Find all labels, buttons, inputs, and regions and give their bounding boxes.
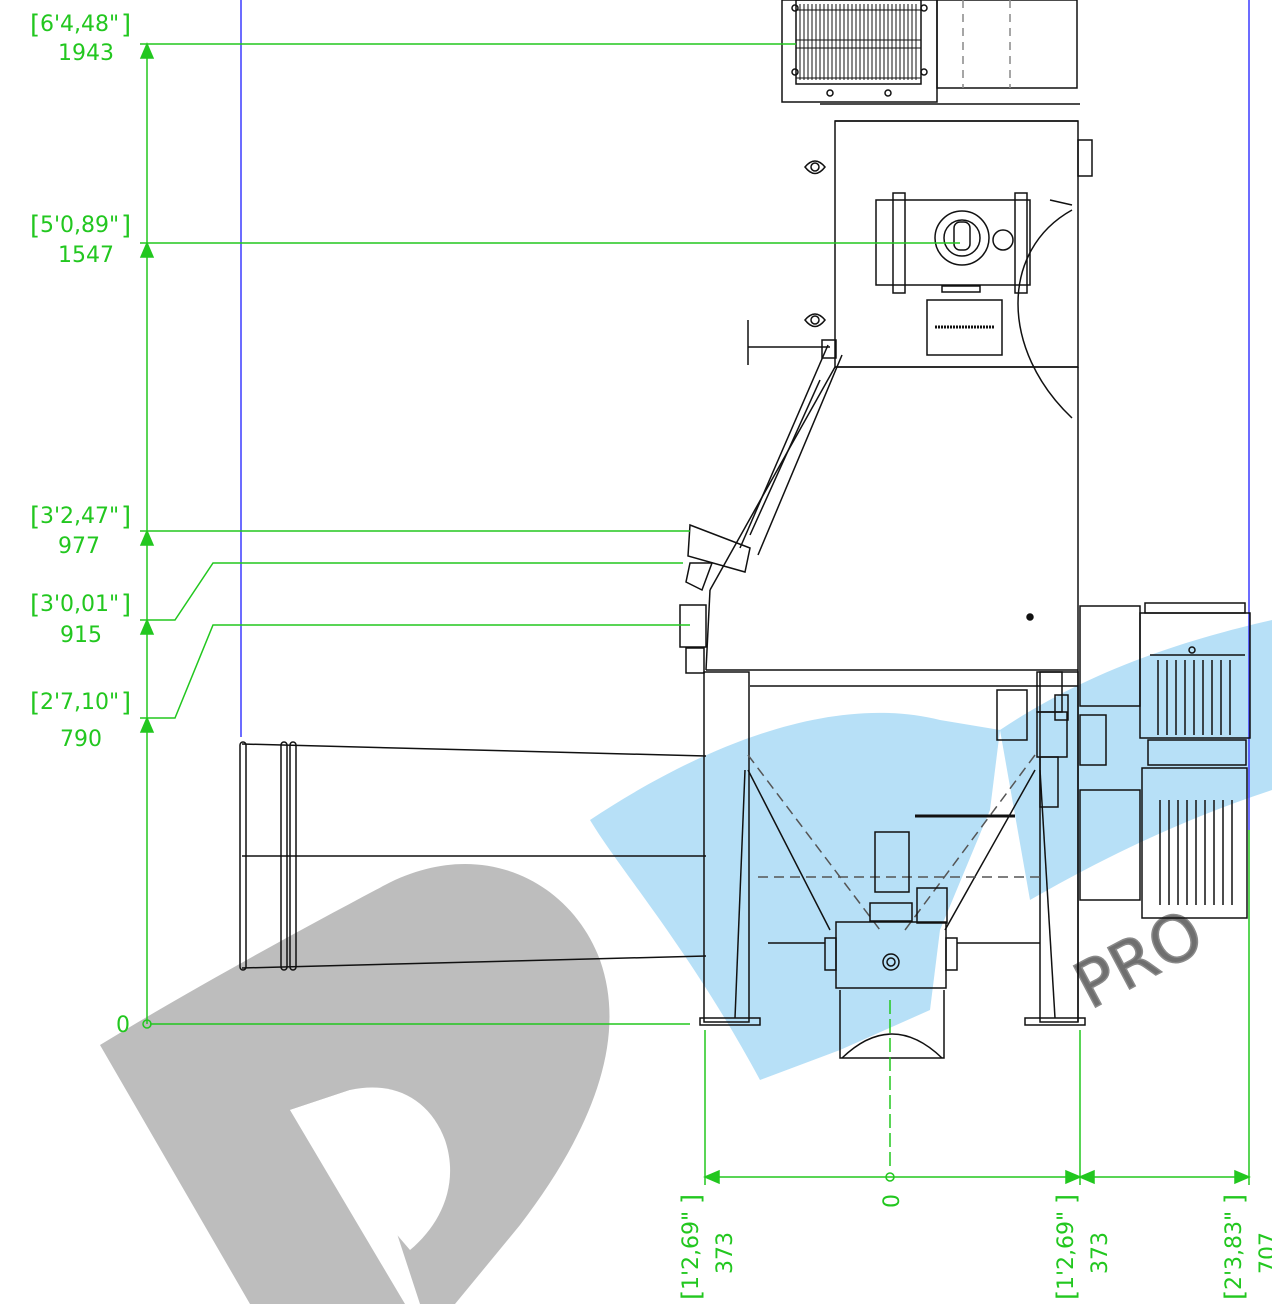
dim-imperial-977: 3'2,47"	[40, 504, 119, 529]
dim-metric-790: 790	[60, 727, 102, 752]
svg-text:]: ]	[677, 1194, 707, 1204]
svg-text:[: [	[1052, 1290, 1082, 1300]
watermark-gray-shape	[100, 864, 610, 1304]
dim-h-left-imperial: 1'2,69"	[679, 1211, 704, 1290]
svg-text:[: [	[30, 688, 40, 718]
dim-origin-horizontal: 0	[880, 1194, 905, 1208]
svg-text:]: ]	[1220, 1194, 1250, 1204]
svg-text:]: ]	[121, 688, 131, 718]
dim-label-790: [ 2'7,10" ] 790	[30, 688, 131, 752]
dim-metric-1943: 1943	[58, 41, 114, 66]
svg-text:]: ]	[121, 10, 131, 40]
lower-body	[679, 366, 1086, 1026]
svg-text:[: [	[677, 1290, 707, 1300]
svg-text:[: [	[30, 590, 40, 620]
horizontal-dimension-labels: [ 1'2,69" ] 373 0 [ 1'2,69" ] 373 [ 2'3,…	[677, 1194, 1272, 1300]
dim-imperial-1547: 5'0,89"	[40, 213, 119, 238]
dimension-layer	[139, 42, 1251, 1185]
watermark-blue-shape	[590, 712, 1000, 1080]
dim-label-977: [ 3'2,47" ] 977	[30, 502, 131, 559]
dim-metric-915: 915	[60, 623, 102, 648]
svg-text:]: ]	[121, 211, 131, 241]
inclined-arm	[685, 320, 843, 592]
svg-text:[: [	[30, 10, 40, 40]
svg-text:]: ]	[121, 502, 131, 532]
dim-label-1547: [ 5'0,89" ] 1547	[30, 211, 131, 268]
dim-label-1943: [ 6'4,48" ] 1943	[30, 10, 131, 66]
dim-metric-977: 977	[58, 534, 100, 559]
svg-text:[: [	[30, 502, 40, 532]
svg-text:]: ]	[1052, 1194, 1082, 1204]
machine-drawing	[239, 0, 1251, 1059]
duct-inlet	[239, 741, 707, 971]
dim-h-mid-imperial: 1'2,69"	[1054, 1211, 1079, 1290]
bottom-valve	[768, 831, 1040, 1059]
dim-label-h-mid: [ 1'2,69" ] 373	[1052, 1194, 1113, 1300]
dim-origin-vertical: 0	[116, 1013, 130, 1038]
dim-h-left-metric: 373	[713, 1232, 738, 1274]
dim-label-915: [ 3'0,01" ] 915	[30, 590, 131, 648]
dim-h-mid-metric: 373	[1088, 1232, 1113, 1274]
watermark-text: PRO	[1063, 896, 1216, 1024]
upper-housing	[804, 120, 1093, 419]
dim-imperial-915: 3'0,01"	[40, 592, 119, 617]
dim-metric-1547: 1547	[58, 243, 114, 268]
dim-imperial-790: 2'7,10"	[40, 690, 119, 715]
dim-label-h-right: [ 2'3,83" ] 707	[1220, 1194, 1272, 1300]
svg-text:]: ]	[121, 590, 131, 620]
dim-h-right-metric: 707	[1256, 1232, 1272, 1274]
dim-h-right-imperial: 2'3,83"	[1222, 1211, 1247, 1290]
dim-imperial-1943: 6'4,48"	[40, 12, 119, 37]
inlet-grille	[781, 0, 1080, 105]
svg-text:[: [	[30, 211, 40, 241]
dim-label-h-left: [ 1'2,69" ] 373	[677, 1194, 738, 1300]
control-unit	[996, 671, 1107, 808]
svg-text:[: [	[1220, 1290, 1250, 1300]
motor	[1079, 602, 1251, 919]
vertical-dimension-labels: [ 6'4,48" ] 1943 [ 5'0,89" ] 1547 [ 3'2,…	[30, 10, 131, 1038]
